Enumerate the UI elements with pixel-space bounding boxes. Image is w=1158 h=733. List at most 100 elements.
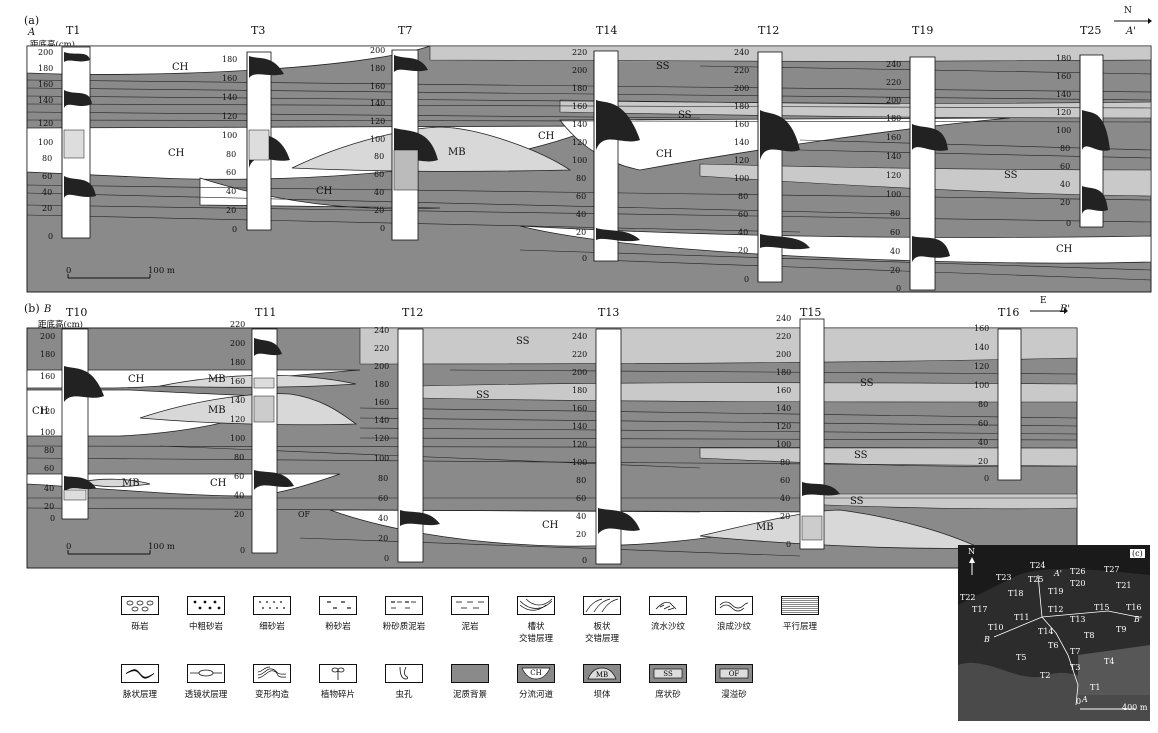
legend-item-parallel-bedding: 平行层理: [770, 596, 830, 632]
panel-a-north-label: N: [1124, 6, 1132, 16]
map-point-T25: T25: [1028, 575, 1044, 584]
panel-a-section: [26, 45, 1152, 293]
panel-b-unit-0: CH: [128, 374, 145, 385]
plant-fragment-icon: [319, 664, 357, 683]
panel-b-bar-2: [139, 393, 358, 426]
panel-a-unit-1: CH: [168, 148, 185, 159]
siltstone-icon: [319, 596, 357, 615]
panel-a-north-arrow-icon: [1114, 18, 1152, 24]
legend-item-flaser-bedding: 脉状层理: [110, 664, 170, 700]
map-point-T22: T22: [960, 593, 976, 602]
flaser-bedding-icon: [121, 664, 159, 683]
panel-a-unit-3: MB: [448, 147, 466, 158]
map-point-T4: T4: [1104, 657, 1115, 666]
legend-item-current-ripple: 流水沙纹: [638, 596, 698, 632]
map-point-T14: T14: [1038, 627, 1054, 636]
legend-item-lenticular-bedding: 透镜状层理: [176, 664, 236, 700]
panel-b-yaxis-title: 距底高(cm): [38, 320, 83, 330]
deformation-structure-icon: [253, 664, 291, 683]
well-label-a-2: T7: [398, 24, 413, 37]
map-point-T12: T12: [1048, 605, 1064, 614]
well-label-b-0: T10: [66, 306, 88, 319]
panel-b-unit-7: SS: [516, 336, 530, 347]
legend-item-silty-mudstone: 粉砂质泥岩: [374, 596, 434, 632]
panel-a-yaxis-title: 距底高(cm): [30, 40, 75, 50]
overbank-sand-icon: OF: [715, 664, 753, 683]
map-point-T13: T13: [1070, 615, 1086, 624]
panel-b-bar-3: [79, 478, 151, 488]
panel-a: (a) A A' N 距底高(cm): [0, 0, 1158, 298]
legend-item-planar-cross-bedding: 板状 交错层理: [572, 596, 632, 644]
legend-item-coarse-sandstone: 中粗砂岩: [176, 596, 236, 632]
location-map-image: [958, 545, 1150, 721]
wave-ripple-icon: [715, 596, 753, 615]
fine-sandstone-icon: [253, 596, 291, 615]
well-label-b-1: T11: [255, 306, 277, 319]
panel-a-unit-4: CH: [538, 131, 555, 142]
panel-b-east-label: E: [1040, 296, 1047, 306]
map-point-T10: T10: [988, 623, 1004, 632]
svg-text:CH: CH: [530, 669, 541, 677]
legend-item-wave-ripple: 浪成沙纹: [704, 596, 764, 632]
panel-a-unit-0: CH: [172, 62, 189, 73]
legend-item-deformation-structure: 变形构造: [242, 664, 302, 700]
well-label-b-3: T13: [598, 306, 620, 319]
map-point-T9: T9: [1116, 625, 1127, 634]
panel-a-sheet-sand-1: [429, 45, 1152, 62]
well-label-a-0: T1: [66, 24, 81, 37]
panel-a-unit-2: CH: [316, 186, 333, 197]
planar-cross-bedding-icon: [583, 596, 621, 615]
panel-a-end-label: A': [1126, 26, 1136, 37]
map-scale-zero: 0: [1076, 697, 1082, 706]
location-map: (c) N 0 400 m T22 T23 T24 T26 T27 T18 T2…: [958, 545, 1150, 721]
map-point-T3: T3: [1070, 663, 1081, 672]
map-point-T16: T16: [1126, 603, 1142, 612]
map-point-T24: T24: [1030, 561, 1046, 570]
burrow-icon: [385, 664, 423, 683]
map-point-T5: T5: [1016, 653, 1027, 662]
well-label-a-4: T12: [758, 24, 780, 37]
well-label-a-5: T19: [912, 24, 934, 37]
panel-b-sheet-sand-4: [799, 493, 1078, 510]
trough-cross-bedding-icon: [517, 596, 555, 615]
panel-b-unit-6: OF: [298, 510, 311, 519]
map-label: (c): [1130, 549, 1145, 558]
map-point-T23: T23: [996, 573, 1012, 582]
panel-b-unit-5: CH: [210, 478, 227, 489]
legend-item-burrow: 虫孔: [374, 664, 434, 700]
panel-a-label: (a): [24, 14, 40, 27]
map-line-A-prime: A': [1054, 569, 1062, 578]
panel-a-channel-5: [519, 225, 1152, 264]
map-point-T1: T1: [1090, 683, 1101, 692]
panel-a-unit-8: SS: [1004, 170, 1018, 181]
panel-a-unit-7: SS: [678, 110, 692, 121]
panel-b-unit-10: MB: [756, 522, 774, 533]
panel-b-unit-8: SS: [476, 390, 490, 401]
legend-item-conglomerate: 砾岩: [110, 596, 170, 632]
panel-b-unit-1: CH: [32, 406, 49, 417]
map-point-T19: T19: [1048, 587, 1064, 596]
well-label-a-6: T25: [1080, 24, 1102, 37]
coarse-sandstone-icon: [187, 596, 225, 615]
panel-b-unit-12: SS: [854, 450, 868, 461]
panel-b-section: [26, 318, 1078, 569]
mudstone-icon: [451, 596, 489, 615]
map-point-T6: T6: [1048, 641, 1059, 650]
parallel-bedding-icon: [781, 596, 819, 615]
map-point-T26: T26: [1070, 567, 1086, 576]
sheet-sand-icon: SS: [649, 664, 687, 683]
panel-b-unit-11: SS: [860, 378, 874, 389]
panel-b: (b) B B' E 距底高(cm): [0, 296, 1158, 573]
map-point-T15: T15: [1094, 603, 1110, 612]
map-point-T27: T27: [1104, 565, 1120, 574]
panel-b-unit-13: SS: [850, 496, 864, 507]
map-point-T21: T21: [1116, 581, 1132, 590]
well-label-a-3: T14: [596, 24, 618, 37]
map-point-T8: T8: [1084, 631, 1095, 640]
legend-item-mud-background: 泥质背景: [440, 664, 500, 700]
map-point-T7: T7: [1070, 647, 1081, 656]
mud-background-icon: [451, 664, 489, 683]
panel-b-scale-zero: 0: [66, 542, 72, 552]
